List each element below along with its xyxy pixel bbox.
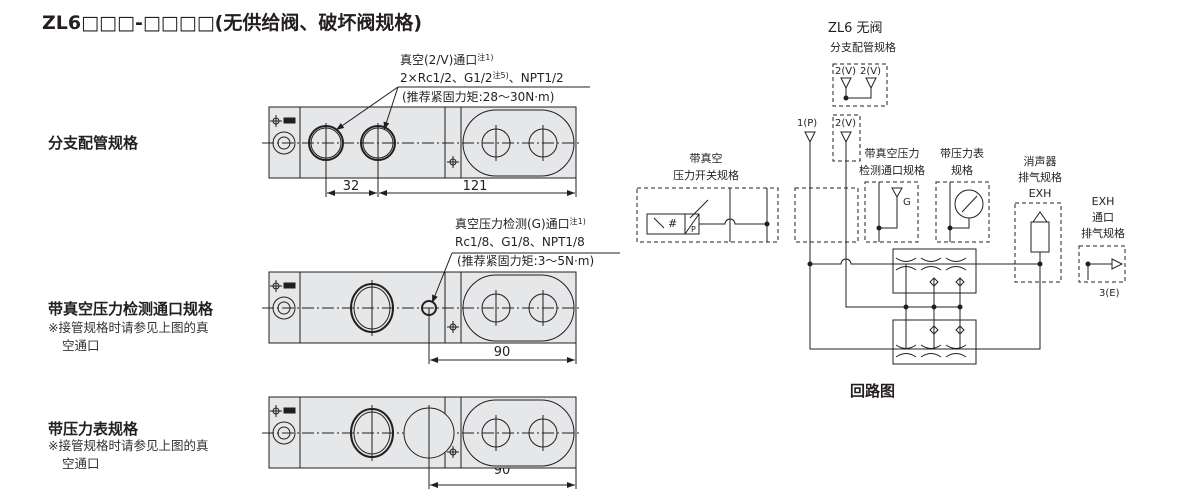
callout-text: 2×Rc1/2、G1/2 (400, 71, 493, 85)
variant-note: ※接管规格时请参见上图的真 (48, 320, 209, 335)
port-3e-label: 3(E) (1099, 288, 1120, 299)
variant-label-gport: 带真空压力检测通口规格 (48, 300, 214, 318)
callout-text: 真空压力检测(G)通口 (455, 217, 570, 231)
gport-label: 带真空压力 (864, 147, 920, 160)
block-pressure-gauge (261, 396, 583, 489)
port-1p-label: 1(P) (797, 118, 818, 129)
exhport-label: 通口 (1092, 211, 1114, 224)
exhport-label: EXH (1091, 195, 1115, 208)
gport-label: 检测通口规格 (859, 164, 925, 177)
callout-text: 真空(2/V)通口 (400, 53, 478, 67)
port-2v-label: 2(V) (835, 66, 857, 77)
gauge-label: 带压力表 (940, 147, 984, 160)
switch-label: 带真空 (689, 152, 723, 165)
gauge-port-sizes: Rc1/8、G1/8、NPT1/8 (455, 235, 585, 249)
callout-text: 、NPT1/2 (508, 71, 564, 85)
port-p-label: P (691, 225, 696, 234)
page-title: ZL6□□□-□□□□(无供给阀、破坏阀规格) (42, 12, 423, 34)
vacuum-port-callout: 真空(2/V)通口注1) (400, 53, 494, 67)
block-branch-piping (261, 106, 583, 197)
gauge-port-torque: (推荐紧固力矩:3～5N·m) (457, 254, 595, 268)
switch-label: 压力开关规格 (673, 169, 739, 182)
callout-note: 注1) (569, 217, 586, 226)
circuit-branch-label: 分支配管规格 (830, 41, 896, 54)
variant-note: 空通口 (62, 456, 100, 471)
circuit-caption: 回路图 (850, 382, 896, 400)
gauge-label: 规格 (951, 164, 973, 177)
dimension-32: 32 (342, 179, 360, 194)
switch-hash: # (668, 217, 678, 230)
block-gauge-port (261, 271, 583, 364)
variant-label-branch: 分支配管规格 (48, 134, 139, 152)
dimension-121: 121 (462, 179, 488, 194)
exhport-label: 排气规格 (1081, 227, 1125, 240)
port-2v-label: 2(V) (860, 66, 882, 77)
callout-note: 注5) (492, 71, 509, 80)
vacuum-port-callout: 2×Rc1/2、G1/2注5)、NPT1/2 (400, 71, 564, 85)
silencer-label: 排气规格 (1018, 171, 1062, 184)
gauge-port-callout: 真空压力检测(G)通口注1) (455, 217, 586, 231)
port-g-label: G (903, 197, 911, 208)
silencer-label: 消声器 (1023, 155, 1057, 168)
variant-note: 空通口 (62, 338, 100, 353)
circuit-title: ZL6 无阀 (828, 21, 883, 36)
callout-note: 注1) (477, 53, 494, 62)
silencer-label: EXH (1028, 187, 1052, 200)
outline-drawings (261, 86, 620, 489)
vacuum-port-torque: (推荐紧固力矩:28～30N·m) (402, 90, 555, 104)
port-2v-label: 2(V) (835, 118, 857, 129)
variant-label-gauge: 带压力表规格 (48, 420, 139, 438)
variant-note: ※接管规格时请参见上图的真 (48, 438, 209, 453)
dimension-90: 90 (493, 345, 511, 360)
